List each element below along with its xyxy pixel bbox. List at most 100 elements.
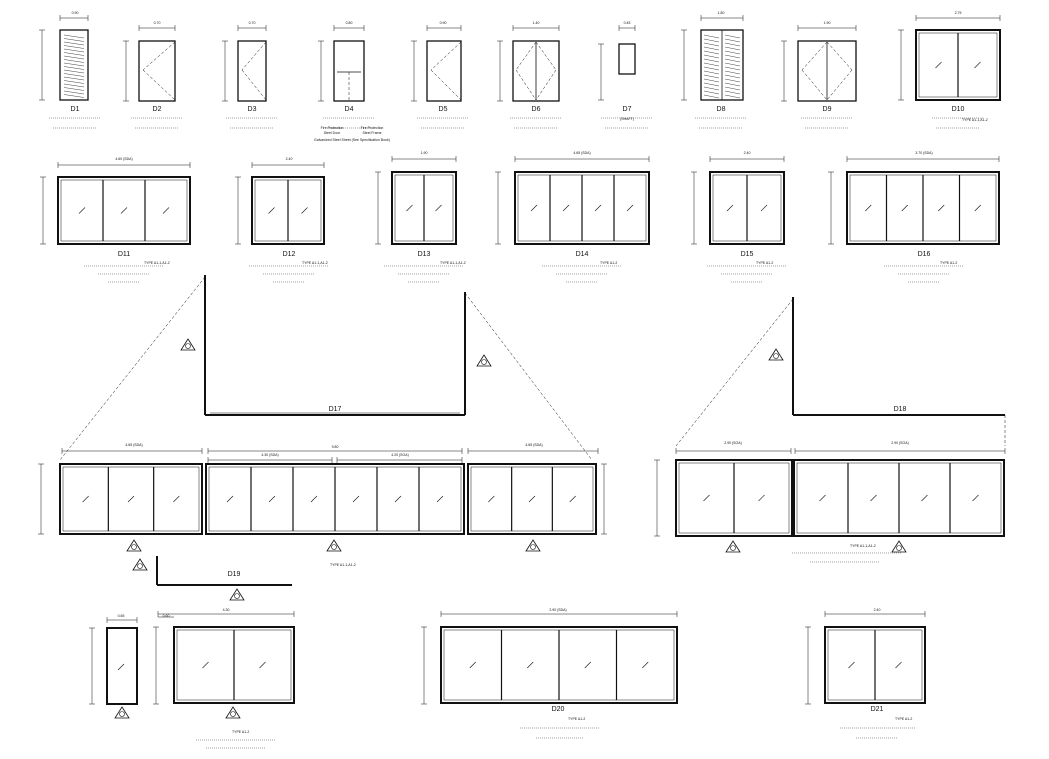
panel-arrow xyxy=(870,494,877,502)
section-marker xyxy=(525,539,541,552)
louver xyxy=(724,78,741,83)
louver xyxy=(703,66,720,71)
panel-arrow xyxy=(406,204,413,212)
tag-d9: D9 xyxy=(823,106,832,113)
type-d15: TYPE A1-2 xyxy=(756,261,773,265)
swing xyxy=(515,41,537,71)
panel-arrow xyxy=(82,495,89,503)
dim-d14-width: 4.65 (SDA) xyxy=(573,151,590,155)
section-marker xyxy=(229,588,245,601)
louver xyxy=(703,78,720,83)
panel-arrow xyxy=(901,204,908,212)
panel-arrow xyxy=(974,204,981,212)
tag-d18: D18 xyxy=(894,406,907,413)
tag-d3: D3 xyxy=(248,106,257,113)
section-marker-dot xyxy=(530,544,536,550)
panel-arrow xyxy=(202,661,209,669)
tag-d14: D14 xyxy=(576,251,589,258)
louver xyxy=(724,66,741,71)
tag-d21: D21 xyxy=(871,706,884,713)
panel-arrow xyxy=(78,207,86,214)
louver xyxy=(724,94,741,99)
louver xyxy=(63,83,85,88)
d19a-frame xyxy=(106,627,138,705)
section-marker xyxy=(326,539,342,552)
section-marker-dot xyxy=(137,563,143,569)
tag-d15: D15 xyxy=(741,251,754,258)
type-d13: TYPE A1-1,A1-2 xyxy=(440,261,466,265)
section-marker xyxy=(725,540,741,553)
panel-arrow xyxy=(527,661,534,669)
section-marker-dot xyxy=(119,711,125,717)
louver xyxy=(63,59,85,63)
swing xyxy=(801,41,828,71)
tag-d4: D4 xyxy=(345,106,354,113)
swing xyxy=(826,69,853,101)
panel-arrow xyxy=(394,495,402,503)
type-d19: TYPE A1-2 xyxy=(232,730,249,734)
panel-arrow xyxy=(469,661,476,669)
d4-note-left-1: Fire Protection xyxy=(321,126,344,130)
type-d18: TYPE A1-1,A1-2 xyxy=(850,544,876,548)
panel-arrow xyxy=(259,661,266,669)
d5-door xyxy=(426,40,462,102)
swing xyxy=(826,41,853,71)
d11-frame xyxy=(57,176,191,245)
panel-arrow xyxy=(758,494,765,502)
dim-d10-width: 2.75 xyxy=(955,11,962,15)
panel-arrow xyxy=(120,207,128,214)
louver xyxy=(63,52,85,56)
dim-d6-width: 1.40 xyxy=(533,21,540,25)
type-d10: TYPE A1-1,A1-2 xyxy=(962,118,988,122)
tag-d8: D8 xyxy=(717,106,726,113)
d1-door xyxy=(59,29,89,101)
section-marker xyxy=(126,539,142,552)
d19b-frame xyxy=(173,626,295,704)
louver xyxy=(724,54,741,59)
swing xyxy=(801,69,828,101)
tag-d7: D7 xyxy=(623,106,632,113)
d4-note-right-2: Steel Frame xyxy=(362,131,381,135)
d7-note: (SHAFT) xyxy=(620,117,634,121)
louver xyxy=(63,94,85,98)
louver xyxy=(703,38,720,43)
louver xyxy=(63,80,85,84)
dim-d9-width: 1.90 xyxy=(824,21,831,25)
louver xyxy=(703,82,720,87)
panel-arrow xyxy=(848,661,855,669)
elevation-geometry xyxy=(38,15,1006,749)
louver xyxy=(63,90,85,95)
d17-frame-right xyxy=(467,463,597,535)
d16-frame xyxy=(846,171,1000,245)
louver xyxy=(703,70,720,75)
louver xyxy=(703,54,720,59)
tag-d5: D5 xyxy=(439,106,448,113)
section-marker-dot xyxy=(131,544,137,550)
panel-arrow xyxy=(760,204,768,212)
panel-arrow xyxy=(703,494,710,502)
louver xyxy=(63,87,85,91)
panel-arrow xyxy=(226,495,234,503)
d13-frame xyxy=(391,171,457,245)
tag-d10: D10 xyxy=(952,106,965,113)
panel-arrow xyxy=(584,661,591,669)
panel-arrow xyxy=(310,495,318,503)
d15-frame xyxy=(709,171,785,245)
d4-note-bottom: Galvanized Steel Sheet (See Specificatio… xyxy=(314,138,390,142)
panel-arrow xyxy=(938,204,945,212)
d6-door xyxy=(512,40,560,102)
panel-arrow xyxy=(173,495,180,503)
panel-arrow xyxy=(935,61,942,69)
section-marker xyxy=(180,338,196,351)
d10-frame xyxy=(915,29,1001,101)
section-marker-dot xyxy=(481,359,487,365)
louver xyxy=(63,66,85,70)
dim-d18-right: 2.90 (SOA) xyxy=(891,441,909,445)
d4-door xyxy=(333,40,365,102)
louver xyxy=(63,73,85,77)
panel-arrow xyxy=(301,207,308,214)
d20-frame xyxy=(440,626,678,704)
dim-d19b-side: 0.60 xyxy=(163,614,170,618)
type-d12: TYPE A1-1,A1-2 xyxy=(302,261,328,265)
